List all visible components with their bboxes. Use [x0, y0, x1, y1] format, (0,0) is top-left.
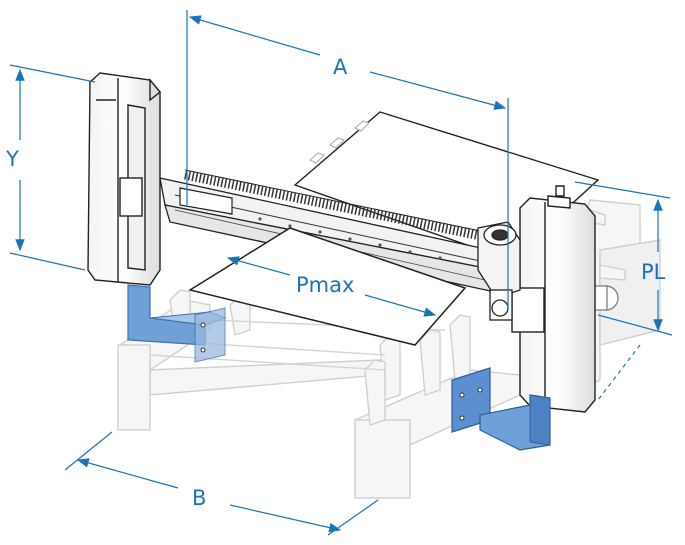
dimension-a [186, 10, 509, 310]
right-bracket [451, 367, 551, 451]
sheet-fingers [309, 120, 370, 164]
left-column [87, 72, 161, 286]
right-column [511, 185, 596, 413]
dimension-pl [574, 181, 673, 401]
dimension-a-label: A [333, 55, 348, 79]
dimension-y [9, 64, 96, 271]
dimension-b [64, 431, 379, 536]
dimension-pmax [226, 256, 437, 317]
dimension-b-label: B [192, 486, 206, 510]
left-bracket [127, 284, 227, 363]
dimension-pmax-label: Pmax [296, 273, 354, 297]
workpiece-sheet [188, 227, 467, 346]
dimension-pl-label: PL [641, 260, 666, 284]
dimension-y-label: Y [5, 147, 19, 171]
